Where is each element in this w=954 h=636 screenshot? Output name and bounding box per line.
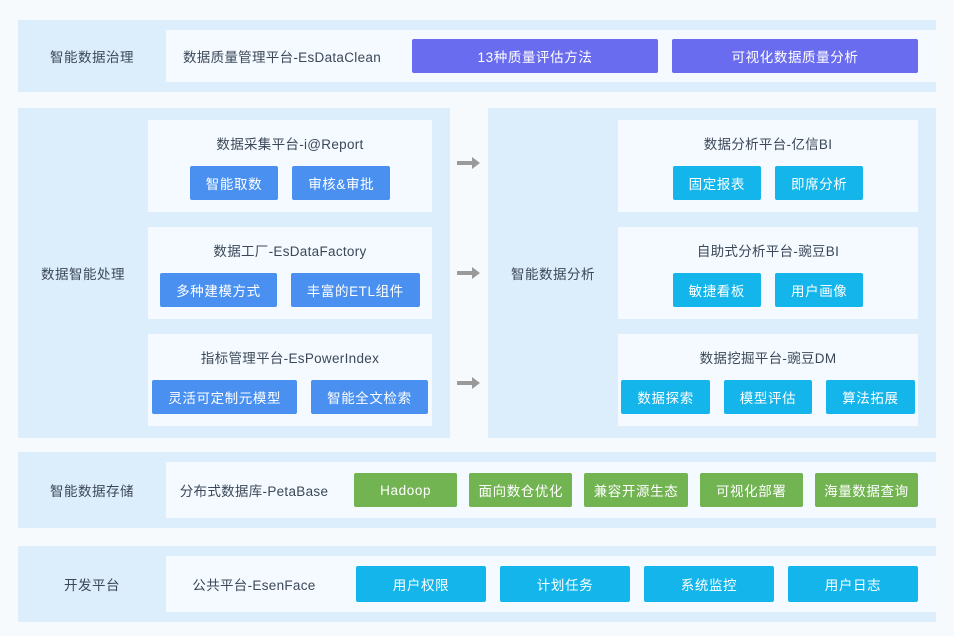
- chip-review-approval[interactable]: 审核&审批: [292, 165, 391, 200]
- card-chips-esdatafactory: 多种建模方式 丰富的ETL组件: [160, 272, 420, 307]
- band-data-storage: 智能数据存储 分布式数据库-PetaBase Hadoop 面向数仓优化 兼容开…: [18, 452, 936, 528]
- chip-row-data-storage: Hadoop 面向数仓优化 兼容开源生态 可视化部署 海量数据查询: [342, 473, 919, 507]
- card-espowerindex: 指标管理平台-EsPowerIndex 灵活可定制元模型 智能全文检索: [148, 334, 432, 426]
- card-ireport: 数据采集平台-i@Report 智能取数 审核&审批: [148, 120, 432, 212]
- chip-opensource-compatible[interactable]: 兼容开源生态: [584, 473, 688, 507]
- chip-fixed-report[interactable]: 固定报表: [672, 165, 761, 200]
- chip-scheduled-task[interactable]: 计划任务: [500, 566, 630, 602]
- card-wandoubi: 自助式分析平台-豌豆BI 敏捷看板 用户画像: [618, 227, 918, 319]
- platform-name-petabase: 分布式数据库-PetaBase: [179, 484, 329, 499]
- chip-user-profile[interactable]: 用户画像: [775, 272, 864, 307]
- chip-multiple-modeling[interactable]: 多种建模方式: [160, 272, 277, 307]
- arrow-slot-3: [450, 328, 488, 438]
- chip-rich-etl-components[interactable]: 丰富的ETL组件: [290, 272, 420, 307]
- card-title-esdatafactory: 数据工厂-EsDataFactory: [213, 243, 367, 259]
- chip-user-log[interactable]: 用户日志: [788, 566, 918, 602]
- chip-smart-fulltext-search[interactable]: 智能全文检索: [311, 379, 428, 414]
- panel-label-data-analysis: 智能数据分析: [511, 267, 595, 282]
- card-title-espowerindex: 指标管理平台-EsPowerIndex: [200, 350, 380, 366]
- chip-visual-quality-analysis[interactable]: 可视化数据质量分析: [672, 39, 918, 73]
- chip-row-data-governance: 13种质量评估方法 可视化数据质量分析: [398, 39, 918, 73]
- band-label-development-platform: 开发平台: [64, 578, 120, 593]
- band-middle-processing-analysis: 数据智能处理 数据采集平台-i@Report 智能取数 审核&审批 数据工厂-E…: [18, 108, 936, 438]
- arrow-slot-1: [450, 108, 488, 218]
- card-title-ireport: 数据采集平台-i@Report: [216, 136, 364, 152]
- chip-hadoop[interactable]: Hadoop: [354, 473, 458, 507]
- arrow-right-icon: [457, 267, 480, 279]
- card-chips-wandoudm: 数据探索 模型评估 算法拓展: [621, 379, 915, 414]
- card-title-esenbi: 数据分析平台-亿信BI: [703, 136, 833, 152]
- card-chips-wandoubi: 敏捷看板 用户画像: [672, 272, 864, 307]
- card-esdatafactory: 数据工厂-EsDataFactory 多种建模方式 丰富的ETL组件: [148, 227, 432, 319]
- chip-massive-data-query[interactable]: 海量数据查询: [814, 473, 919, 507]
- card-chips-esenbi: 固定报表 即席分析: [672, 165, 864, 200]
- card-title-wandoubi: 自助式分析平台-豌豆BI: [696, 243, 840, 259]
- panel-label-data-processing: 数据智能处理: [41, 267, 125, 282]
- card-esenbi: 数据分析平台-亿信BI 固定报表 即席分析: [618, 120, 918, 212]
- panel-data-processing: 数据智能处理 数据采集平台-i@Report 智能取数 审核&审批 数据工厂-E…: [18, 108, 450, 438]
- panel-data-analysis: 智能数据分析 数据分析平台-亿信BI 固定报表 即席分析 自助式分析平台-豌豆B…: [488, 108, 936, 438]
- chip-algorithm-extension[interactable]: 算法拓展: [826, 379, 915, 414]
- card-stack-data-analysis: 数据分析平台-亿信BI 固定报表 即席分析 自助式分析平台-豌豆BI 敏捷看板 …: [618, 108, 936, 438]
- platform-name-esenface: 公共平台-EsenFace: [192, 578, 316, 593]
- band-body-data-governance: 数据质量管理平台-EsDataClean 13种质量评估方法 可视化数据质量分析: [166, 30, 936, 82]
- chip-visual-deployment[interactable]: 可视化部署: [699, 473, 803, 507]
- chip-smart-data-fetch[interactable]: 智能取数: [189, 165, 279, 200]
- arrow-right-icon: [457, 157, 480, 169]
- band-body-development-platform: 公共平台-EsenFace 用户权限 计划任务 系统监控 用户日志: [166, 556, 936, 612]
- chip-quality-assessment-methods[interactable]: 13种质量评估方法: [412, 39, 658, 73]
- card-chips-espowerindex: 灵活可定制元模型 智能全文检索: [152, 379, 428, 414]
- band-label-data-storage: 智能数据存储: [50, 484, 134, 499]
- card-stack-data-processing: 数据采集平台-i@Report 智能取数 审核&审批 数据工厂-EsDataFa…: [148, 108, 450, 438]
- band-label-data-governance: 智能数据治理: [50, 50, 134, 65]
- chip-system-monitoring[interactable]: 系统监控: [644, 566, 774, 602]
- chip-user-permission[interactable]: 用户权限: [356, 566, 486, 602]
- band-body-data-storage: 分布式数据库-PetaBase Hadoop 面向数仓优化 兼容开源生态 可视化…: [166, 462, 936, 518]
- chip-data-exploration[interactable]: 数据探索: [621, 379, 710, 414]
- chip-customizable-metamodel[interactable]: 灵活可定制元模型: [152, 379, 298, 414]
- chip-model-evaluation[interactable]: 模型评估: [723, 379, 813, 414]
- band-development-platform: 开发平台 公共平台-EsenFace 用户权限 计划任务 系统监控 用户日志: [18, 546, 936, 622]
- card-wandoudm: 数据挖掘平台-豌豆DM 数据探索 模型评估 算法拓展: [618, 334, 918, 426]
- chip-agile-dashboard[interactable]: 敏捷看板: [672, 272, 761, 307]
- band-data-governance: 智能数据治理 数据质量管理平台-EsDataClean 13种质量评估方法 可视…: [18, 20, 936, 92]
- card-title-wandoudm: 数据挖掘平台-豌豆DM: [699, 350, 837, 366]
- card-chips-ireport: 智能取数 审核&审批: [189, 165, 391, 200]
- chip-adhoc-analysis[interactable]: 即席分析: [775, 165, 864, 200]
- chip-warehouse-optimized[interactable]: 面向数仓优化: [469, 473, 573, 507]
- chip-row-development-platform: 用户权限 计划任务 系统监控 用户日志: [342, 566, 918, 602]
- arrow-slot-2: [450, 218, 488, 328]
- platform-name-esdataclean: 数据质量管理平台-EsDataClean: [182, 50, 382, 65]
- arrow-column: [450, 108, 488, 438]
- arrow-right-icon: [457, 377, 480, 389]
